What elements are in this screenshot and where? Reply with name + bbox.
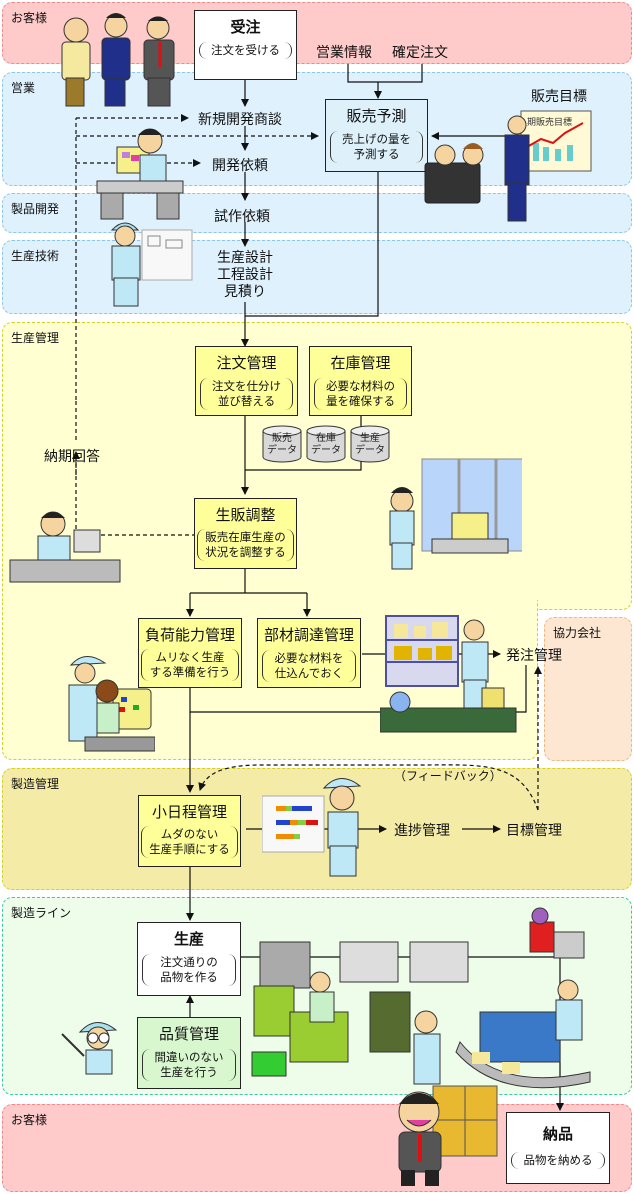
engineer-illustration bbox=[110, 222, 193, 307]
box-subtitle: 注文を受ける bbox=[199, 42, 292, 59]
sales-data-db: 販売データ bbox=[262, 425, 302, 463]
design-estimate-label: 生産設計工程設計見積り bbox=[217, 250, 273, 300]
box-title: 販売予測 bbox=[346, 107, 407, 125]
zone-label: 営業 bbox=[11, 81, 36, 95]
purchase-order-mgmt-label: 発注管理 bbox=[506, 648, 562, 664]
dev-request-label: 開発依頼 bbox=[212, 158, 268, 174]
warehouse-shelf-illustration bbox=[380, 615, 517, 733]
db-label: 在庫データ bbox=[311, 433, 341, 456]
schedule-board-worker-illustration bbox=[262, 778, 362, 877]
progress-mgmt-label: 進捗管理 bbox=[394, 823, 450, 839]
box-subtitle: 注文を仕分け並び替える bbox=[200, 378, 293, 410]
zone-label: 製造ライン bbox=[11, 906, 72, 920]
box-title: 小日程管理 bbox=[151, 803, 227, 821]
box-title: 品質管理 bbox=[158, 1025, 219, 1043]
feedback-label: （フィードバック） bbox=[394, 769, 502, 783]
sales-info-label: 営業情報 bbox=[316, 45, 372, 61]
box-subtitle: ムダのない生産手順にする bbox=[141, 826, 238, 858]
box-subtitle: 品物を納める bbox=[511, 1152, 605, 1169]
line-sales-info bbox=[347, 64, 423, 83]
line-load-to-purchase bbox=[189, 665, 527, 713]
sales-target-presenter-illustration: 期販売目標 bbox=[424, 110, 592, 222]
delivery-box: 納品 品物を納める bbox=[506, 1112, 610, 1184]
parts-procurement-box: 部材調達管理 必要な材料を仕込んでおく bbox=[257, 618, 361, 688]
handshake-people-illustration bbox=[61, 13, 175, 107]
box-subtitle: 注文通りの品物を作る bbox=[142, 954, 236, 986]
order-mgmt-box: 注文管理 注文を仕分け並び替える bbox=[195, 346, 298, 416]
office-window-worker-illustration bbox=[389, 458, 522, 570]
new-dev-negotiation-label: 新規開発商談 bbox=[198, 112, 282, 128]
zone-partner: 協力会社 bbox=[544, 617, 632, 761]
box-title: 注文管理 bbox=[216, 354, 277, 372]
phone-worker-illustration bbox=[9, 511, 121, 583]
zone-label: 生産技術 bbox=[11, 249, 60, 263]
line-forecast-down bbox=[245, 172, 379, 317]
box-subtitle: 売上げの量を予測する bbox=[330, 131, 423, 163]
zone-label: 製品開発 bbox=[11, 202, 60, 216]
terminal-operators-illustration bbox=[68, 656, 155, 752]
sales-forecast-box: 販売予測 売上げの量を予測する bbox=[325, 99, 428, 172]
zone-label: 生産管理 bbox=[11, 331, 60, 345]
target-mgmt-label: 目標管理 bbox=[506, 823, 562, 839]
delivery-reply-label: 納期回答 bbox=[44, 449, 100, 465]
inventory-mgmt-box: 在庫管理 必要な材料の量を確保する bbox=[309, 346, 412, 416]
quality-mgmt-box: 品質管理 間違いのない生産を行う bbox=[137, 1017, 241, 1089]
zone-label: 協力会社 bbox=[553, 626, 602, 640]
db-label: 販売データ bbox=[267, 433, 297, 456]
box-title: 納品 bbox=[542, 1125, 573, 1143]
box-subtitle: 必要な材料の量を確保する bbox=[314, 378, 407, 410]
prototype-request-label: 試作依頼 bbox=[214, 209, 270, 225]
db-label: 生産データ bbox=[355, 433, 385, 456]
chart-board-text: 期販売目標 bbox=[527, 116, 572, 128]
zone-prod-engineering: 生産技術 bbox=[2, 240, 632, 314]
box-subtitle: 必要な材料を仕込んでおく bbox=[262, 650, 356, 682]
dashed-feedback-curve bbox=[198, 764, 539, 811]
order-receipt-box: 受注 注文を受ける bbox=[194, 10, 297, 80]
zone-label: お客様 bbox=[11, 1113, 48, 1127]
box-subtitle: ムリなく生産する準備を行う bbox=[141, 649, 239, 681]
box-title: 部材調達管理 bbox=[263, 626, 354, 644]
desk-worker-illustration bbox=[96, 128, 184, 220]
factory-line-illustration bbox=[251, 907, 591, 1089]
sales-target-label: 販売目標 bbox=[531, 89, 587, 105]
box-title: 負荷能力管理 bbox=[144, 626, 235, 644]
inventory-data-db: 在庫データ bbox=[306, 425, 346, 463]
box-subtitle: 間違いのない生産を行う bbox=[142, 1049, 236, 1081]
box-title: 生販調整 bbox=[215, 506, 276, 524]
load-capacity-box: 負荷能力管理 ムリなく生産する準備を行う bbox=[138, 618, 242, 688]
happy-customer-illustration bbox=[398, 1085, 498, 1186]
zone-label: お客様 bbox=[11, 11, 48, 25]
psi-adjust-box: 生販調整 販売在庫生産の状況を調整する bbox=[194, 498, 297, 569]
box-subtitle: 販売在庫生産の状況を調整する bbox=[197, 529, 294, 561]
production-data-db: 生産データ bbox=[350, 425, 390, 463]
box-title: 生産 bbox=[173, 930, 204, 948]
production-box: 生産 注文通りの品物を作る bbox=[137, 922, 241, 996]
quality-inspector-illustration bbox=[61, 1022, 118, 1075]
box-title: 受注 bbox=[230, 18, 261, 36]
zone-label: 製造管理 bbox=[11, 777, 60, 791]
detail-schedule-box: 小日程管理 ムダのない生産手順にする bbox=[138, 795, 241, 867]
confirmed-order-label: 確定注文 bbox=[392, 45, 448, 61]
box-title: 在庫管理 bbox=[330, 354, 391, 372]
